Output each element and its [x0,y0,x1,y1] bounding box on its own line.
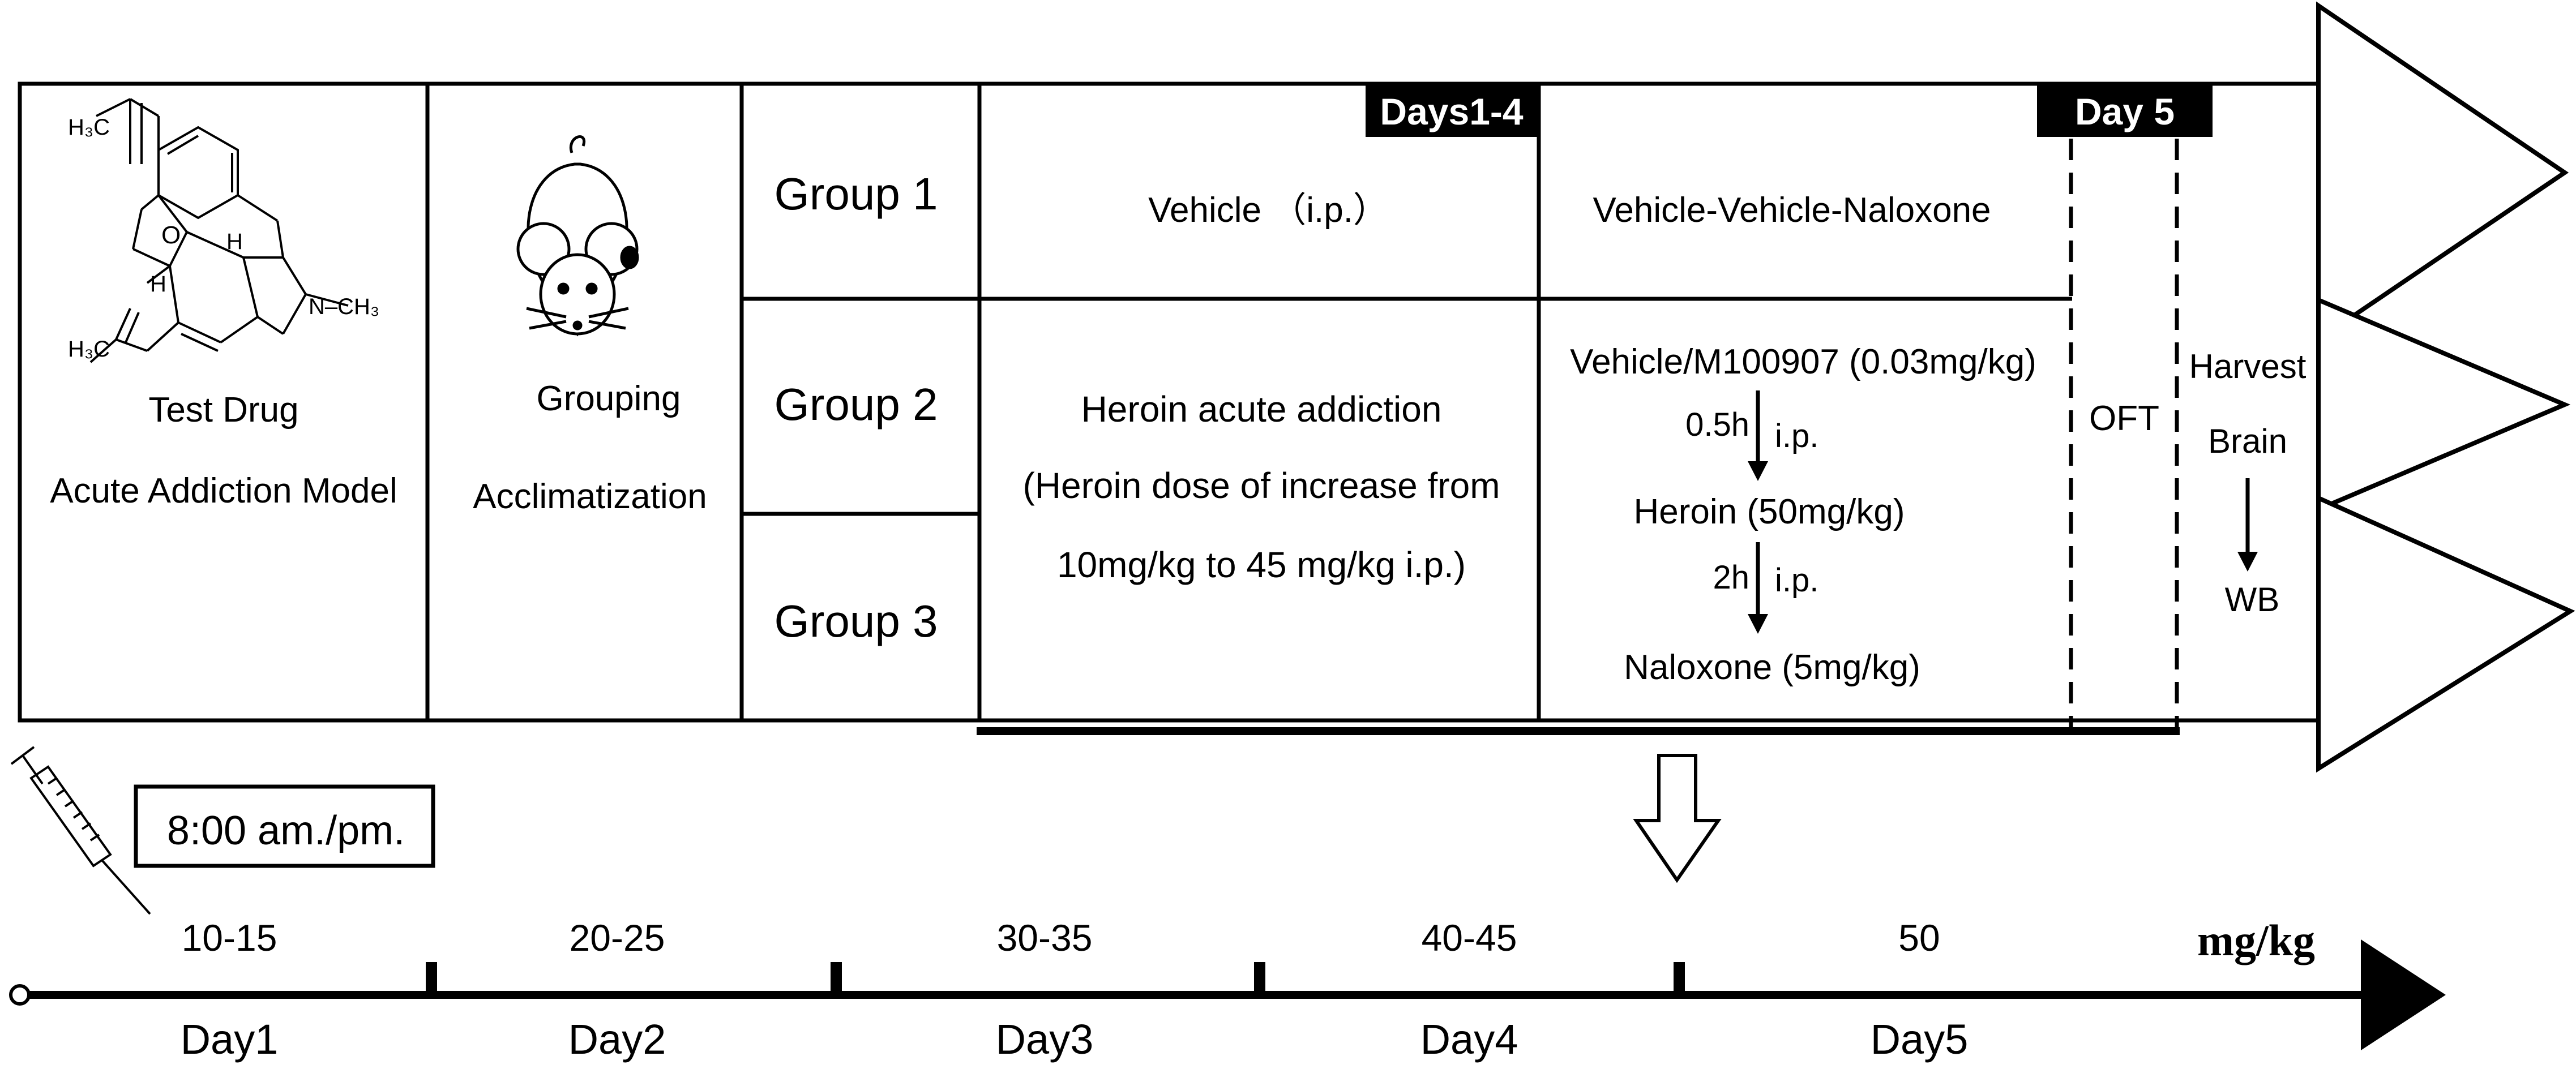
days14-heroin-line2: (Heroin dose of increase from [1022,465,1500,506]
injection-time: 8:00 am./pm. [167,808,405,853]
timeline-tick [1254,962,1265,995]
days14-header-tag [1366,85,1538,137]
day5-step3: Naloxone (5mg/kg) [1624,648,1920,687]
arrowhead-top [2316,1,2569,344]
day5-header: Day 5 [2075,91,2175,132]
days14-header: Days1-4 [1380,91,1523,132]
molecule-methyl-top: H₃C [68,115,110,140]
timeline-day-label: Day4 [1420,1016,1518,1063]
timeline-ticks [426,962,1685,995]
mouse-icon [516,135,639,337]
group-2-label: Group 2 [774,379,938,430]
timeline-day-label: Day1 [181,1016,279,1063]
timeline-doses: 10-15 20-25 30-35 40-45 50 [182,917,1940,959]
molecule-hydrogen-top: H [226,229,243,254]
brain-label: Brain [2208,422,2287,460]
day5-interval1-route: i.p. [1775,418,1818,454]
syringe-icon [10,746,151,915]
molecule-oxygen: O [161,221,181,249]
harvest-label: Harvest [2189,347,2307,385]
hollow-down-arrow [1633,754,1722,883]
model-label-test-drug: Test Drug [148,390,298,430]
timeline-tick [1674,962,1685,995]
molecule-hydrogen-left: H [150,272,166,297]
harvest-arrow-head [2237,552,2258,572]
day5-interval1-time: 0.5h [1685,406,1749,443]
timeline-day-label: Day3 [996,1016,1094,1063]
acclimatization-label: Acclimatization [473,477,707,516]
arrowhead-middle [2316,296,2571,513]
timeline-dose-label: 20-25 [570,917,665,959]
timeline-arrowhead [2361,939,2446,1050]
day5-arrow2-head [1748,614,1768,634]
grouping-label: Grouping [536,379,681,418]
timeline-dose-label: 40-45 [1422,917,1517,959]
day5-arrow1-head [1748,461,1768,481]
day5-interval2-route: i.p. [1775,562,1818,599]
injection-time-box [134,784,435,868]
molecule-methyl-bottom: H₃C [68,337,110,362]
days14-heroin-line1: Heroin acute addiction [1081,389,1442,430]
timeline-dose-label: 10-15 [182,917,277,959]
day5-step1: Vehicle/M100907 (0.03mg/kg) [1570,342,2036,381]
arrowhead-bottom [2316,494,2575,773]
timeline-days: Day1 Day2 Day3 Day4 Day5 [181,1016,1969,1063]
day5-oft: OFT [2089,399,2159,438]
timeline-dose-label: 30-35 [997,917,1093,959]
timeline-day-label: Day5 [1871,1016,1969,1063]
day5-interval2-time: 2h [1713,559,1749,596]
timeline-tick [831,962,842,995]
model-label-acute-addiction: Acute Addiction Model [50,471,397,510]
timeline-tick [426,962,437,995]
day5-header-tag [2037,85,2213,137]
group-1-label: Group 1 [774,169,938,219]
timeline-origin [9,984,31,1006]
timeline-dose-label: 50 [1898,917,1940,959]
days14-heroin-line3: 10mg/kg to 45 mg/kg i.p.) [1057,544,1466,585]
wb-label: WB [2225,581,2280,619]
timeline-day-label: Day2 [568,1016,666,1063]
day5-step2: Heroin (50mg/kg) [1634,492,1905,531]
group-3-label: Group 3 [774,596,938,646]
days14-group1-treatment: Vehicle （i.p.） [1148,191,1388,230]
day5-group1-treatment: Vehicle-Vehicle-Naloxone [1593,191,1991,230]
heroin-molecule-structure [89,98,349,363]
timeline-unit: mg/kg [2197,916,2315,965]
molecule-nitrogen-methyl: N–CH₃ [309,294,379,319]
